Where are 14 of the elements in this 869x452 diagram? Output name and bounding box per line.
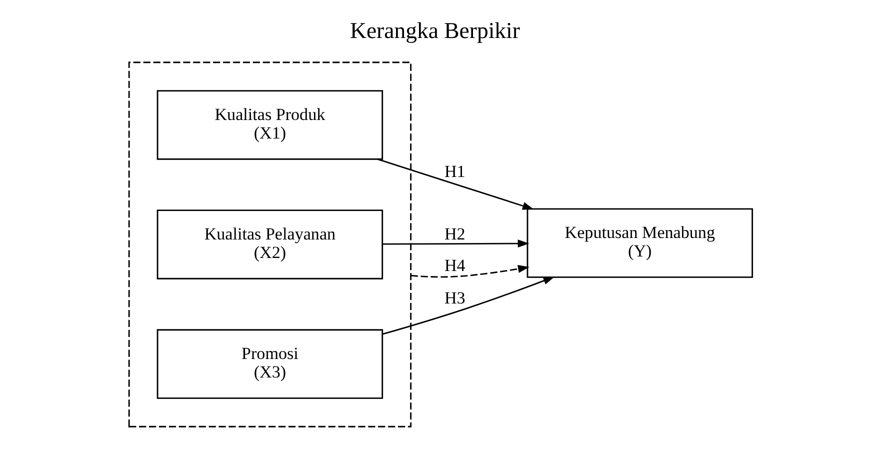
arrow	[382, 276, 554, 335]
arrow	[410, 264, 529, 278]
arrow	[382, 240, 529, 248]
node-box: Promosi (X3)	[156, 329, 383, 399]
edge-label: H3	[444, 288, 465, 308]
node-box: Kualitas Pelayanan (X2)	[156, 210, 383, 280]
node-box: Kualitas Produk (X1)	[156, 90, 383, 160]
node-box: Keputusan Menabung (Y)	[526, 208, 753, 278]
arrow	[376, 158, 534, 210]
diagram-title: Kerangka Berpikir	[350, 18, 520, 43]
edge-label: H4	[444, 256, 465, 275]
edge-label: H1	[444, 162, 465, 182]
edge-label: H2	[444, 224, 465, 244]
cluster	[128, 62, 412, 428]
